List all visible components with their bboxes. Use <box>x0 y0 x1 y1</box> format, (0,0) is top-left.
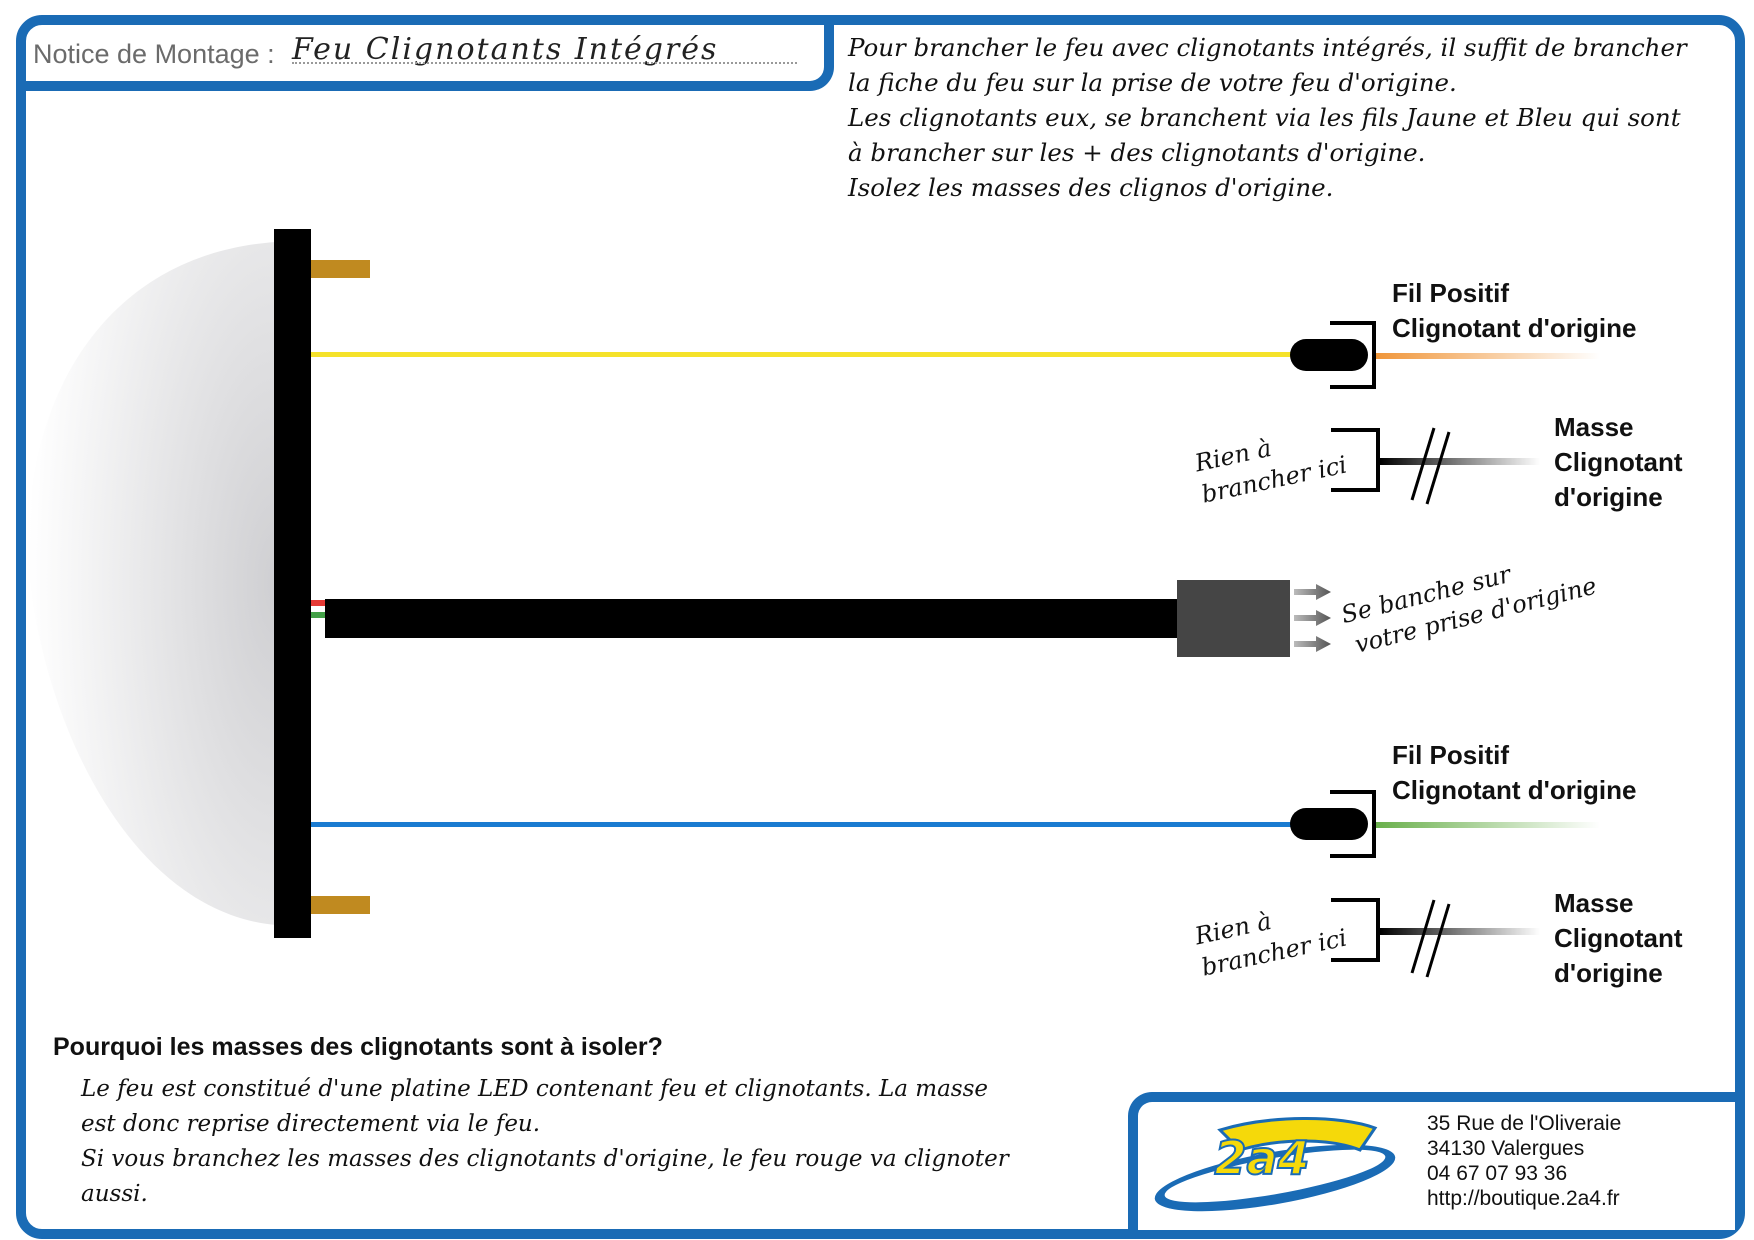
blue-wire <box>311 822 1296 827</box>
bracket-bottom-positive <box>1330 790 1376 858</box>
wire-stub-white <box>311 606 327 612</box>
lamp-lens <box>28 242 276 925</box>
why-title: Pourquoi les masses des clignotants sont… <box>53 1033 663 1061</box>
label-line: d'origine <box>1554 958 1663 988</box>
label-bottom-ground: Masse Clignotant d'origine <box>1554 886 1683 991</box>
contact-url[interactable]: http://boutique.2a4.fr <box>1427 1187 1620 1210</box>
bracket-top-positive <box>1330 321 1376 389</box>
mounting-stud-bottom <box>311 896 370 914</box>
label-line: Masse <box>1554 888 1634 918</box>
label-top-positive: Fil Positif Clignotant d'origine <box>1392 276 1637 346</box>
wire-stub-red <box>311 600 327 606</box>
instruction-line: Pour brancher le feu avec clignotants in… <box>848 33 1687 62</box>
label-line: Clignotant d'origine <box>1392 313 1637 343</box>
label-line: Fil Positif <box>1392 278 1509 308</box>
break-mark-top-1 <box>1410 427 1436 501</box>
origin-wire-orange <box>1376 353 1600 359</box>
break-mark-top-2 <box>1425 431 1451 505</box>
why-line: est donc reprise directement via le feu. <box>81 1111 541 1137</box>
arrow-pin-3 <box>1294 636 1331 652</box>
blue-connector <box>1290 808 1368 840</box>
instructions: Pour brancher le feu avec clignotants in… <box>848 30 1703 205</box>
logo-text: 2a4 <box>1214 1131 1309 1185</box>
label-top-ground: Masse Clignotant d'origine <box>1554 410 1683 515</box>
bracket-bottom-ground <box>1331 898 1380 962</box>
company-logo: 2a4 <box>1154 1117 1396 1212</box>
lamp-base-plate <box>274 229 311 938</box>
contact-city: 34130 Valergues <box>1427 1137 1585 1160</box>
contact-phone: 04 67 07 93 36 <box>1427 1162 1568 1185</box>
mounting-stud-top <box>311 260 370 278</box>
arrow-pin-1 <box>1294 584 1331 600</box>
why-line: Le feu est constitué d'une platine LED c… <box>81 1076 989 1102</box>
arrow-pin-2 <box>1294 610 1331 626</box>
ground-wire-bottom <box>1380 928 1540 935</box>
label-bottom-positive: Fil Positif Clignotant d'origine <box>1392 738 1637 808</box>
yellow-wire <box>311 352 1296 357</box>
label-line: Masse <box>1554 412 1634 442</box>
label-line: Clignotant <box>1554 923 1683 953</box>
label-line: Clignotant <box>1554 447 1683 477</box>
title-box <box>16 15 834 91</box>
instruction-line: Les clignotants eux, se branchent via le… <box>848 103 1681 132</box>
yellow-connector <box>1290 339 1368 371</box>
break-mark-bottom-2 <box>1425 903 1451 978</box>
bracket-top-ground <box>1331 428 1380 492</box>
title-label: Notice de Montage : <box>33 39 275 69</box>
label-line: Clignotant d'origine <box>1392 775 1637 805</box>
label-line: d'origine <box>1554 482 1663 512</box>
wire-stub-green <box>311 612 327 618</box>
break-mark-bottom-1 <box>1410 899 1436 974</box>
main-harness-cable <box>325 599 1180 638</box>
product-name: Feu Clignotants Intégrés <box>292 32 719 67</box>
origin-wire-green <box>1376 822 1600 828</box>
contact-info: 35 Rue de l'Oliveraie 34130 Valergues 04… <box>1427 1111 1621 1211</box>
instruction-line: la fiche du feu sur la prise de votre fe… <box>848 68 1457 97</box>
instruction-line: à brancher sur les + des clignotants d'o… <box>848 138 1426 167</box>
label-line: Fil Positif <box>1392 740 1509 770</box>
main-connector-plug <box>1177 580 1290 657</box>
title-underline <box>292 62 797 64</box>
ground-wire-top <box>1380 458 1540 465</box>
why-line: aussi. <box>81 1181 148 1207</box>
instruction-line: Isolez les masses des clignos d'origine. <box>848 173 1334 202</box>
why-line: Si vous branchez les masses des clignota… <box>81 1146 1009 1172</box>
contact-address: 35 Rue de l'Oliveraie <box>1427 1112 1622 1135</box>
why-text: Le feu est constitué d'une platine LED c… <box>81 1072 1056 1212</box>
